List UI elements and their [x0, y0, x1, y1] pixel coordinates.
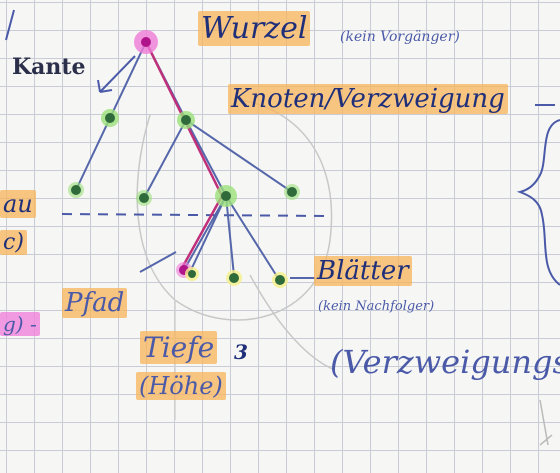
edge-inner-l4: [225, 195, 279, 279]
label-kante: Kante: [12, 54, 86, 80]
label-edge-left-2: c): [0, 230, 27, 255]
edge-root-left: [109, 41, 147, 119]
label-pfad: Pfad: [62, 288, 128, 318]
label-blaetter-note: (kein Nachfolger): [318, 299, 435, 314]
leaf-5: [188, 270, 196, 278]
edge-mid-leaf: [143, 119, 187, 199]
node-left: [105, 113, 115, 123]
tree-nodes: [68, 30, 300, 288]
edge-arrow-pfad: [139, 251, 177, 273]
root-node: [141, 37, 151, 47]
leaf-3: [287, 187, 297, 197]
right-brace: [516, 119, 560, 286]
leaf-6: [229, 273, 239, 283]
pencil-arrow-2: [539, 399, 553, 446]
label-tiefe-num: 3: [234, 340, 248, 364]
edge-inner-l3: [225, 195, 235, 277]
label-edge-left-1: au: [0, 190, 36, 218]
edge-left-leaf: [75, 117, 111, 191]
kante-arrow: [97, 55, 136, 93]
tree-edges: [75, 41, 315, 279]
edge-mid-right: [185, 119, 293, 193]
label-hoehe: (Höhe): [136, 372, 226, 400]
label-edge-left-3: g) -: [0, 312, 40, 336]
leaf-2: [139, 193, 149, 203]
label-blaetter: Blätter: [314, 256, 412, 286]
pencil-arrow: [249, 274, 336, 371]
leaf-7: [275, 275, 285, 285]
edge-inner-l2: [189, 195, 227, 273]
leaf-1: [71, 185, 81, 195]
path-highlight: [144, 41, 224, 269]
node-mid: [181, 115, 191, 125]
label-verzweigungs: (Verzweigungs-: [330, 343, 560, 381]
pencil-circle: [136, 99, 333, 321]
node-inner: [221, 191, 231, 201]
level-dashed-line: [61, 213, 331, 217]
edge-mid-inner: [185, 119, 227, 197]
label-knoten: Knoten/Verzweigung: [228, 84, 508, 114]
label-wurzel-note: (kein Vorgänger): [340, 29, 460, 45]
margin-stroke: [5, 9, 15, 41]
label-tiefe: Tiefe: [140, 331, 218, 364]
label-wurzel: Wurzel: [198, 11, 311, 46]
edge-inner-l1: [183, 195, 227, 271]
